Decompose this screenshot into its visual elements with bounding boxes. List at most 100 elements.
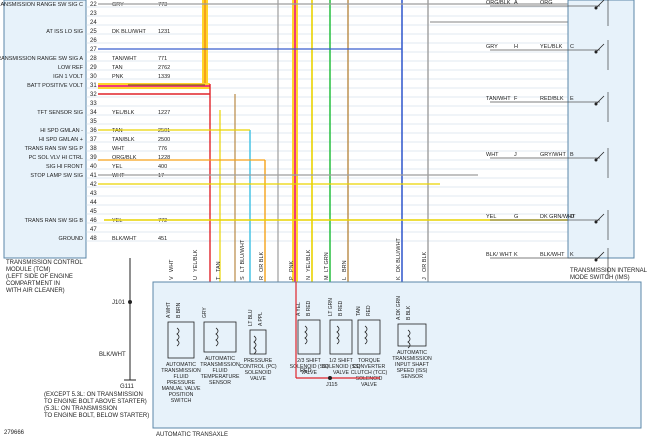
coil-icon <box>253 335 257 355</box>
pin-number: 42 <box>90 182 97 188</box>
pin-number: 31 <box>90 83 97 89</box>
component-pin-label: LT GRN <box>328 298 334 316</box>
bottom-pin-wire: LT BLU/WHT <box>240 239 246 272</box>
pin-number: 29 <box>90 65 97 71</box>
ims-right-wire: YEL/BLK <box>540 44 563 50</box>
transaxle-rect <box>152 281 642 429</box>
bottom-pin: M LT GRN <box>324 252 330 280</box>
bottom-pin-num: U <box>193 276 199 280</box>
ims-pin: H <box>514 44 518 50</box>
ims-conn: B <box>570 152 574 158</box>
ims-conn: C <box>570 44 574 50</box>
pin-number: 46 <box>90 218 97 224</box>
ims-title: TRANSMISSION INTERNAL MODE SWITCH (IMS) <box>570 268 648 281</box>
pin-label: STOP LAMP SW SIG <box>30 173 83 179</box>
component-pin-label: LT BLU <box>248 309 254 326</box>
pin-label: SIG HI FRONT <box>46 164 84 170</box>
bottom-pin: JOR BLK <box>422 251 428 280</box>
pin-label: TFT SENSOR SIG <box>37 110 83 116</box>
pin-number: 22 <box>90 2 97 8</box>
pin-wire-color: YEL <box>112 164 122 170</box>
pin-number: 36 <box>90 128 97 134</box>
blk-wht-label: BLK/WHT <box>99 352 126 358</box>
bottom-pin-num: N <box>306 276 312 280</box>
bottom-pin-num: V <box>169 276 175 280</box>
bottom-pin-wire: PNK <box>289 260 295 272</box>
pin-wire-color: TAN/WHT <box>112 56 137 62</box>
tcm-box <box>3 0 87 259</box>
pin-number: 39 <box>90 155 97 161</box>
bottom-pin: K DK BLU/WHT <box>396 237 402 280</box>
pin-label: AT ISS LO SIG <box>46 29 83 35</box>
pin-circuit: 1231 <box>158 29 170 35</box>
pin-number: 38 <box>90 146 97 152</box>
component-pin-label: GRY <box>202 307 208 318</box>
component-pin-label: A DK GRN <box>396 296 402 320</box>
bottom-pin: SLT BLU/WHT <box>240 239 246 280</box>
tcm-module: TRANSMISSION CONTROL MODULE (TCM) (LEFT … <box>3 0 87 294</box>
switch-arm-icon <box>595 213 605 223</box>
pin-wire-color: PNK <box>112 74 124 80</box>
j115-label: J115 <box>326 382 338 388</box>
pin-wire-color: WHT <box>112 146 125 152</box>
pin-number: 47 <box>90 227 97 233</box>
red-label: RED <box>300 368 312 374</box>
ims-conn: K <box>570 252 574 258</box>
pin-label: BATT POSITIVE VOLT <box>27 83 84 89</box>
bottom-pin-num: T <box>216 276 222 280</box>
pin-label: TRANS RAN SW SIG B <box>25 218 84 224</box>
switch-arm-icon <box>595 43 605 53</box>
pin-circuit: 2501 <box>158 128 170 134</box>
pin-circuit: 1228 <box>158 155 170 161</box>
switch-arm-icon <box>595 251 605 261</box>
bottom-pin-wire: OR BLK <box>259 251 265 272</box>
pin-circuit: 772 <box>158 218 167 224</box>
bottom-pin-wire: DK BLU/WHT <box>396 237 402 272</box>
pin-number: 33 <box>90 101 97 107</box>
pin-wire-color: ORG/BLK <box>112 155 137 161</box>
component-pin-label: B BLK <box>406 305 412 320</box>
ims-conn: D <box>570 214 574 220</box>
pin-label: GROUND <box>59 236 83 242</box>
figure-id: 279666 <box>4 430 25 436</box>
component-pin-label: B BRN <box>176 302 182 318</box>
bottom-pin-wire: BRN <box>342 260 348 272</box>
component-box <box>329 319 353 355</box>
pin-number: 24 <box>90 20 97 26</box>
pin-wire-color: TAN/BLK <box>112 137 135 143</box>
j101-label: J101 <box>112 300 126 306</box>
bottom-pin-wire: OR BLK <box>422 251 428 272</box>
pin-number: 43 <box>90 191 97 197</box>
ims-box <box>567 0 635 259</box>
pin-label: TRANS RAN SW SIG P <box>25 146 84 152</box>
coil-icon <box>176 327 180 347</box>
pin-wire-color: YEL/BLK <box>112 110 135 116</box>
pin-wire-color: WHT <box>112 173 125 179</box>
pin-wire-color: DK BLU/WHT <box>112 29 147 35</box>
bottom-pin-wire: LT GRN <box>324 252 330 272</box>
component-pin-label: A PPL <box>258 312 264 326</box>
pin-circuit: 1227 <box>158 110 170 116</box>
bottom-pin-num: M <box>324 275 330 280</box>
pin-label: HI SPD GMLAN - <box>40 128 83 134</box>
wire-group <box>98 0 568 282</box>
component-box <box>167 321 195 359</box>
pin-circuit: 17 <box>158 173 164 179</box>
bottom-pin-num: K <box>396 276 402 280</box>
component-box <box>397 323 427 347</box>
ims-pin: J <box>514 152 517 158</box>
